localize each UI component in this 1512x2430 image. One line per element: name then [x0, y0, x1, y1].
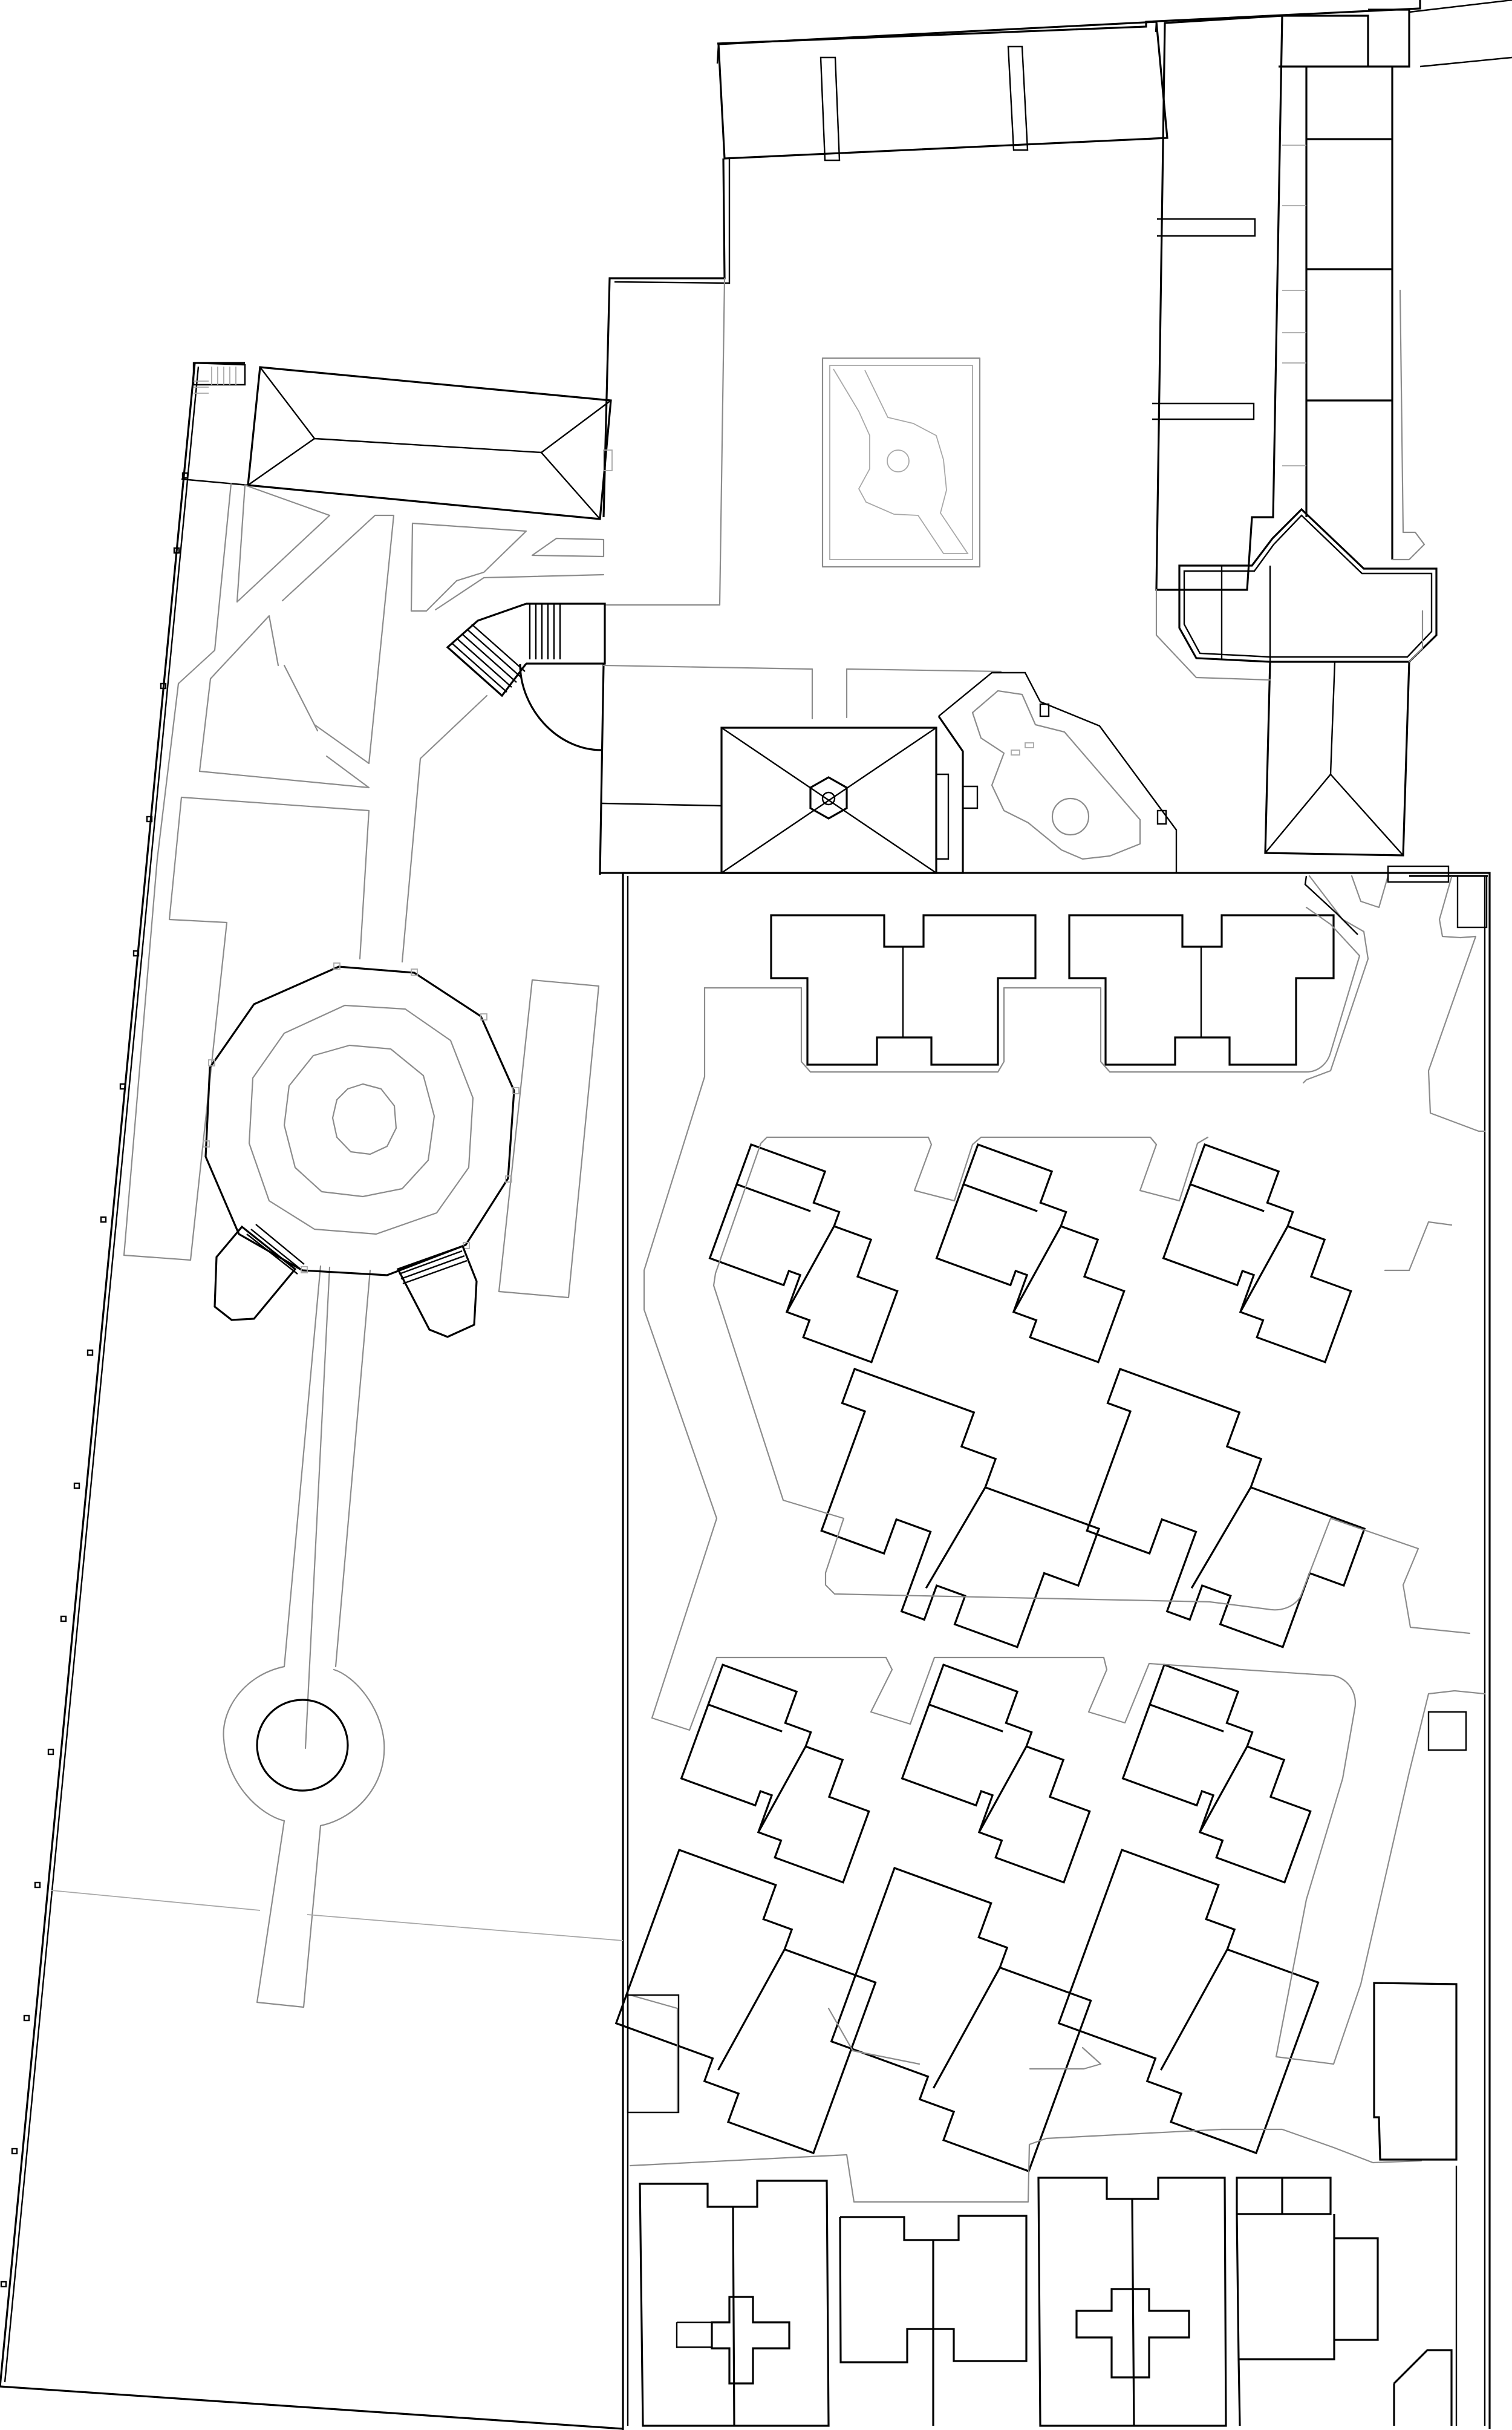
pavilion-posts	[203, 962, 520, 1273]
grand-stair	[446, 603, 606, 751]
west-hipped-building	[181, 362, 613, 520]
north-wing-buildings	[716, 0, 1512, 857]
east-residential-cluster	[614, 865, 1488, 2426]
block-row-5	[614, 1848, 1320, 2173]
dodecagon-pavilion	[203, 962, 520, 1338]
south-terrace-blocks	[639, 2177, 1453, 2427]
west-garden-paths	[51, 483, 624, 2008]
block-row-4	[680, 1663, 1312, 1884]
central-courtyard	[602, 157, 981, 606]
block-row-3	[820, 1367, 1366, 1648]
site-boundary	[0, 362, 1491, 2430]
wall-posts	[0, 472, 189, 2288]
central-south-buildings	[599, 664, 1178, 874]
block-row-2	[708, 1143, 1352, 1364]
